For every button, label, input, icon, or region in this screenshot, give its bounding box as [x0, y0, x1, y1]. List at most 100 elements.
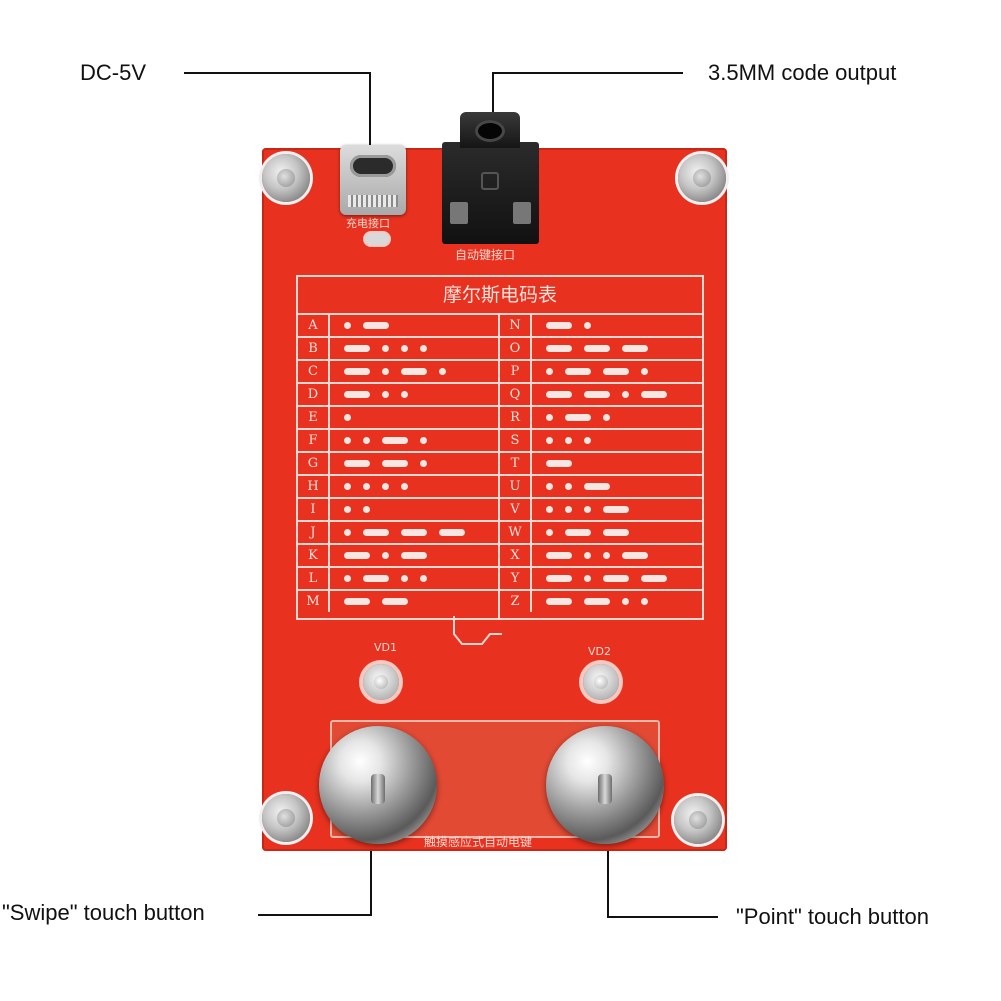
table-row: U: [500, 476, 702, 499]
morse-code: [344, 407, 363, 428]
morse-dot: [584, 506, 591, 513]
morse-code: [546, 430, 603, 451]
morse-dash: [584, 483, 610, 490]
morse-dash: [603, 506, 629, 513]
morse-letter: P: [500, 361, 532, 382]
morse-dash: [401, 529, 427, 536]
morse-code: [546, 384, 679, 405]
morse-code: [546, 338, 660, 359]
jack-hole: [475, 120, 505, 142]
morse-code: [344, 361, 458, 382]
morse-dash: [565, 414, 591, 421]
jack-foot: [513, 202, 531, 224]
morse-letter: V: [500, 499, 532, 520]
table-row: Y: [500, 568, 702, 591]
morse-dot: [344, 483, 351, 490]
morse-code: [344, 430, 439, 451]
morse-dot: [565, 506, 572, 513]
morse-dash: [344, 391, 370, 398]
jack-label: 自动键接口: [455, 248, 516, 262]
point-touch-button[interactable]: [546, 726, 664, 844]
morse-code: [546, 407, 622, 428]
morse-dot: [439, 368, 446, 375]
leader-swipe-v: [370, 800, 372, 916]
table-row: P: [500, 361, 702, 384]
morse-dash: [344, 552, 370, 559]
morse-dot: [603, 552, 610, 559]
board-trace: [453, 616, 502, 645]
morse-dash: [546, 460, 572, 467]
morse-dot: [363, 483, 370, 490]
morse-dot: [344, 506, 351, 513]
morse-dot: [565, 437, 572, 444]
morse-code: [344, 522, 477, 543]
morse-dot: [584, 322, 591, 329]
morse-code: [546, 453, 584, 474]
morse-letter: O: [500, 338, 532, 359]
usb-c-pins: [348, 195, 398, 207]
morse-code: [546, 499, 641, 520]
morse-dot: [546, 529, 553, 536]
morse-letter: A: [298, 315, 330, 336]
morse-dot: [401, 483, 408, 490]
morse-dot: [420, 460, 427, 467]
table-row: B: [298, 338, 498, 361]
morse-dot: [401, 345, 408, 352]
morse-letter: H: [298, 476, 330, 497]
morse-code: [344, 476, 420, 497]
morse-code: [546, 476, 622, 497]
morse-dash: [622, 345, 648, 352]
morse-dash: [363, 529, 389, 536]
led2-label: VD2: [588, 645, 611, 658]
morse-letter: J: [298, 522, 330, 543]
leader-point-h: [608, 916, 718, 918]
morse-code: [546, 522, 641, 543]
callout-point: "Point" touch button: [736, 904, 929, 929]
table-row: F: [298, 430, 498, 453]
morse-code: [546, 591, 660, 612]
morse-dash: [584, 391, 610, 398]
morse-code: [546, 315, 603, 336]
morse-dash: [546, 575, 572, 582]
morse-dot: [382, 368, 389, 375]
table-row: C: [298, 361, 498, 384]
table-row: E: [298, 407, 498, 430]
audio-jack-icon: [442, 112, 539, 244]
morse-code: [344, 499, 382, 520]
morse-dash: [401, 368, 427, 375]
morse-code: [344, 453, 439, 474]
morse-code: [344, 384, 420, 405]
morse-code: [546, 361, 660, 382]
morse-dot: [641, 598, 648, 605]
morse-dot: [622, 598, 629, 605]
morse-dot: [344, 529, 351, 536]
ball-stem: [371, 774, 385, 804]
morse-dot: [344, 414, 351, 421]
morse-dash: [565, 368, 591, 375]
swipe-touch-button[interactable]: [319, 726, 437, 844]
morse-dot: [603, 414, 610, 421]
morse-dot: [382, 345, 389, 352]
morse-letter: L: [298, 568, 330, 589]
morse-dash: [641, 575, 667, 582]
morse-letter: R: [500, 407, 532, 428]
morse-dot: [420, 575, 427, 582]
morse-dash: [344, 598, 370, 605]
table-row: X: [500, 545, 702, 568]
table-row: A: [298, 315, 498, 338]
morse-letter: Q: [500, 384, 532, 405]
morse-letter: Z: [500, 591, 532, 612]
morse-code: [344, 545, 439, 566]
mounting-screw-icon: [678, 154, 726, 202]
morse-dot: [401, 575, 408, 582]
morse-dash: [382, 460, 408, 467]
morse-dash: [603, 368, 629, 375]
morse-dot: [546, 483, 553, 490]
morse-letter: N: [500, 315, 532, 336]
morse-code: [344, 315, 401, 336]
leader-audio-v: [492, 72, 494, 116]
mounting-screw-icon: [674, 796, 722, 844]
morse-dot: [382, 483, 389, 490]
callout-power: DC-5V: [80, 60, 147, 85]
morse-code: [344, 568, 439, 589]
